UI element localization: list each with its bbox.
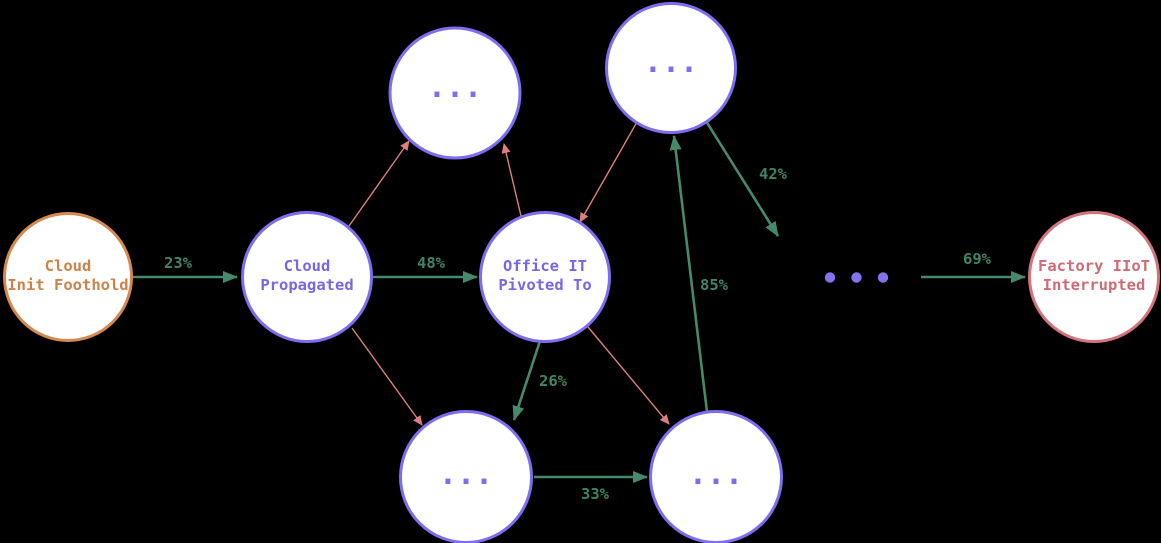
- node-circle-cloud-propagated: [241, 211, 373, 343]
- edge-label-office-to-bottom-left: 26%: [539, 372, 568, 390]
- node-cloud-propagated: Cloud Propagated: [241, 211, 373, 343]
- node-factory-iiot-interrupted: Factory IIoT Interrupted: [1028, 211, 1160, 343]
- edge-label-init-to-propagated: 23%: [164, 254, 193, 272]
- edge-propagated-to-intermediate-bottom-left: [351, 327, 423, 426]
- node-label-line2: Propagated: [260, 276, 353, 294]
- node-intermediate-top-right: ...: [605, 2, 737, 134]
- edge-propagated-to-intermediate-top: [348, 140, 410, 227]
- node-label-line2: Interrupted: [1043, 276, 1146, 294]
- node-circle-intermediate-top: [388, 26, 522, 160]
- edge-office-to-intermediate-top: [501, 143, 522, 217]
- node-label-ellipsis: ...: [644, 45, 698, 80]
- continuation-ellipsis: [824, 272, 889, 283]
- node-label-ellipsis: ...: [439, 457, 493, 492]
- node-label-line1: Factory IIoT: [1038, 257, 1150, 275]
- edge-labels: 23% 48% 26% 33% 85% 42% 69%: [164, 165, 992, 503]
- node-intermediate-bottom-right: ...: [649, 410, 783, 543]
- node-circle-intermediate-top-right: [605, 2, 737, 134]
- node-cloud-init-foothold: Cloud Init Foothold: [3, 212, 133, 342]
- edge-label-bottom-left-to-bottom-right: 33%: [581, 485, 610, 503]
- node-circle-office-it-pivoted-to: [479, 211, 611, 343]
- node-intermediate-bottom-left: ...: [399, 410, 533, 543]
- edge-top-right-onward: [704, 120, 780, 237]
- edges-unlabeled: [348, 121, 670, 426]
- node-intermediate-top: ...: [388, 26, 522, 160]
- ellipsis-dot: [824, 272, 836, 283]
- ellipsis-dot: [851, 272, 862, 283]
- edge-bottom-right-to-top-right: [669, 135, 709, 413]
- edge-office-to-intermediate-bottom-right: [587, 326, 670, 425]
- node-label-line2: Init Foothold: [7, 276, 128, 294]
- node-circle-factory-iiot-interrupted: [1028, 211, 1160, 343]
- node-office-it-pivoted-to: Office IT Pivoted To: [479, 211, 611, 343]
- edge-label-bottom-right-to-top-right: 85%: [700, 276, 729, 294]
- node-circle-cloud-init-foothold: [3, 212, 133, 342]
- edge-label-continuation-to-end: 69%: [963, 250, 992, 268]
- node-label-ellipsis: ...: [428, 70, 482, 105]
- node-label-line1: Cloud: [45, 257, 92, 275]
- node-label-line1: Cloud: [284, 257, 331, 275]
- node-label-line2: Pivoted To: [498, 276, 591, 294]
- edge-label-top-right-onward: 42%: [759, 165, 788, 183]
- ellipsis-dot: [877, 272, 889, 283]
- edges-labeled: [132, 120, 1026, 483]
- edge-label-propagated-to-office: 48%: [417, 254, 446, 272]
- node-label-ellipsis: ...: [689, 457, 743, 492]
- edge-office-to-bottom-left: [512, 340, 542, 421]
- node-label-line1: Office IT: [503, 257, 587, 275]
- edge-intermediate-top-right-to-office: [579, 121, 638, 223]
